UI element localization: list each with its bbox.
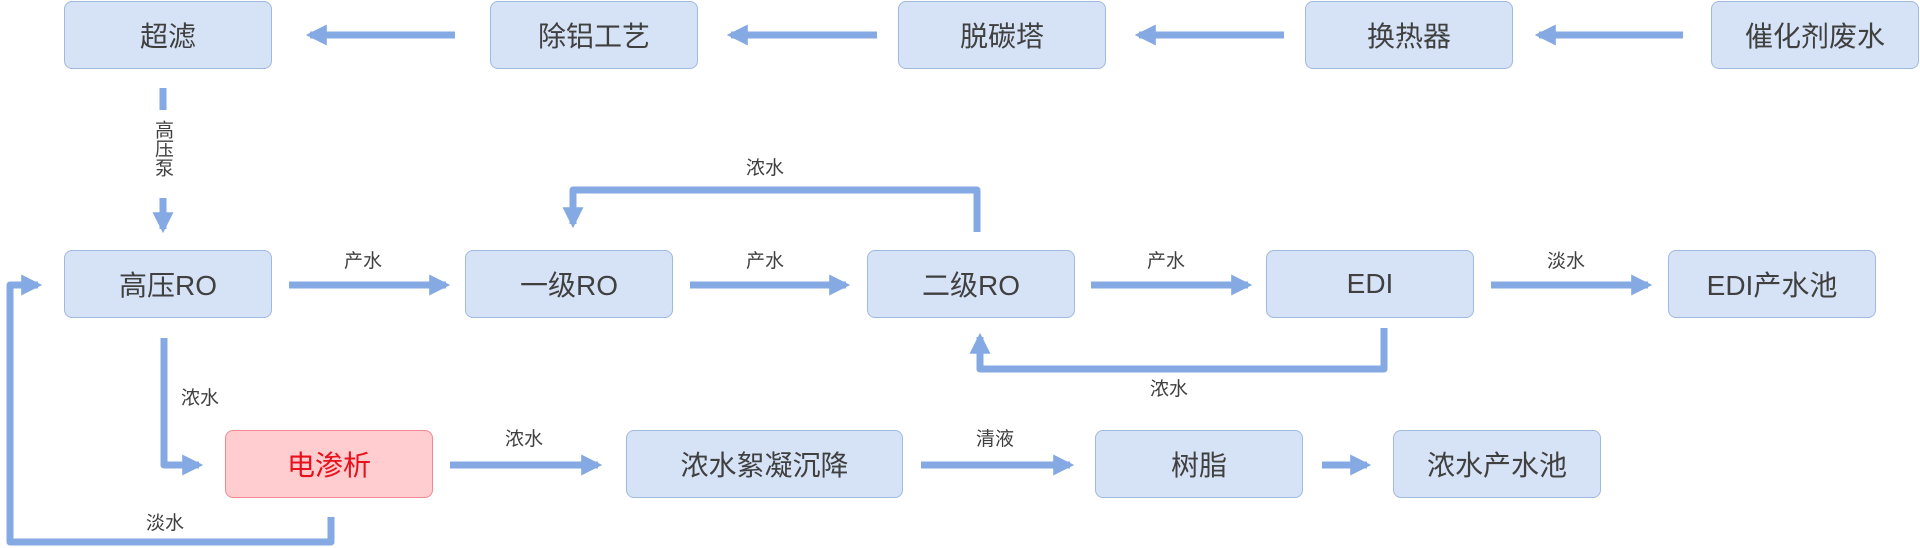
node-ultrafiltration: 超滤 xyxy=(64,1,272,69)
arrow-edi-concentrate-to-ro2 xyxy=(969,328,1388,373)
label-concentrate-ro2-ro1: 浓水 xyxy=(746,158,785,179)
label-concentrate-edi-ro2: 浓水 xyxy=(1150,379,1189,400)
node-high-pressure-ro: 高压RO xyxy=(64,250,272,318)
arrow-ed-freshwater-return xyxy=(6,274,335,546)
node-edi: EDI xyxy=(1266,250,1474,318)
node-concentrate-product-pool: 浓水产水池 xyxy=(1393,430,1601,498)
arrow-ro2-concentrate-to-ro1 xyxy=(562,186,981,232)
label-product-water-ro2-edi: 产水 xyxy=(1147,251,1186,272)
node-ro-stage1: 一级RO xyxy=(465,250,673,318)
node-resin: 树脂 xyxy=(1095,430,1303,498)
node-catalyst-wastewater: 催化剂废水 xyxy=(1711,1,1919,69)
label-clear-liquid: 清液 xyxy=(976,429,1015,450)
label-product-water-hpro-ro1: 产水 xyxy=(344,251,383,272)
node-heat-exchanger: 换热器 xyxy=(1305,1,1513,69)
node-concentrate-flocculation: 浓水絮凝沉降 xyxy=(626,430,903,498)
label-concentrate-ed-flocculation: 浓水 xyxy=(505,429,544,450)
label-high-pressure-pump: 高压泵 xyxy=(152,120,173,177)
arrow-hpro-concentrate-to-ed xyxy=(160,338,204,476)
node-ro-stage2: 二级RO xyxy=(867,250,1075,318)
node-electrodialysis: 电渗析 xyxy=(225,430,433,498)
node-decarbonization-tower: 脱碳塔 xyxy=(898,1,1106,69)
label-fresh-water-return: 淡水 xyxy=(146,513,185,534)
node-aluminum-removal: 除铝工艺 xyxy=(490,1,698,69)
label-concentrate-hpro-ed: 浓水 xyxy=(181,388,220,409)
label-product-water-ro1-ro2: 产水 xyxy=(746,251,785,272)
node-edi-product-pool: EDI产水池 xyxy=(1668,250,1876,318)
label-fresh-water-edi-pool: 淡水 xyxy=(1547,251,1586,272)
